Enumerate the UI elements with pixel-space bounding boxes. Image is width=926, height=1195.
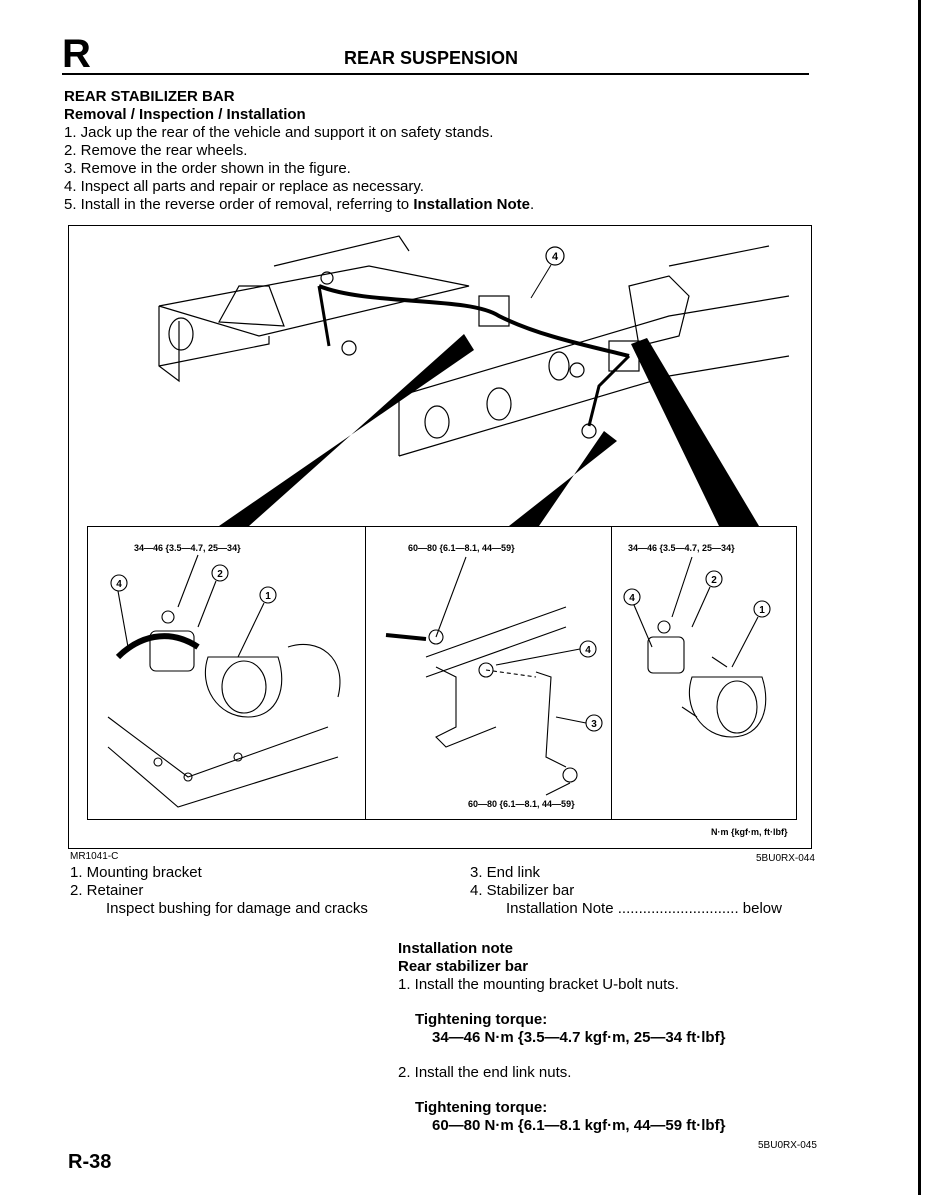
step-5-suffix: .: [530, 196, 535, 213]
inset-center-illustration: 4 3: [385, 556, 603, 796]
torque-2-value: 60—80 N·m {6.1—8.1 kgf·m, 44—59 ft·lbf}: [432, 1117, 726, 1134]
inset-right-illustration: 4 2 1: [623, 556, 771, 738]
installation-step-1: 1. Install the mounting bracket U-bolt n…: [398, 976, 679, 993]
inset-right: 34—46 {3.5—4.7, 25—34} 4 2 1: [611, 526, 797, 820]
inset-left-torque: 34—46 {3.5—4.7, 25—34}: [134, 543, 241, 553]
figure-code-right: 5BU0RX-044: [756, 853, 815, 864]
units-label: N·m {kgf·m, ft·lbf}: [711, 827, 788, 837]
legend-item-4-note: Installation Note ......................…: [506, 900, 782, 917]
torque-2-label: Tightening torque:: [415, 1099, 548, 1116]
step-3: 3. Remove in the order shown in the figu…: [64, 160, 351, 177]
svg-text:1: 1: [759, 605, 765, 616]
svg-text:4: 4: [116, 579, 122, 590]
installation-step-2: 2. Install the end link nuts.: [398, 1064, 572, 1081]
legend-item-1: 1. Mounting bracket: [70, 864, 202, 881]
section-letter: R: [62, 32, 91, 76]
page-title: REAR SUSPENSION: [344, 48, 519, 68]
step-1: 1. Jack up the rear of the vehicle and s…: [64, 124, 494, 141]
section-subtitle: Removal / Inspection / Installation: [64, 106, 306, 123]
section-title: REAR STABILIZER BAR: [64, 88, 235, 105]
step-4: 4. Inspect all parts and repair or repla…: [64, 178, 424, 195]
callout-4-main: 4: [552, 251, 559, 263]
torque-1-value: 34—46 N·m {3.5—4.7 kgf·m, 25—34 ft·lbf}: [432, 1029, 726, 1046]
inset-right-torque: 34—46 {3.5—4.7, 25—34}: [628, 543, 735, 553]
inset-center-torque-bottom: 60—80 {6.1—8.1, 44—59}: [468, 799, 575, 809]
figure-frame: 4 34—46 {3.5—4.7, 25—34} 4 2 1: [68, 225, 812, 849]
svg-text:2: 2: [711, 575, 717, 586]
inset-center-torque-top: 60—80 {6.1—8.1, 44—59}: [408, 543, 515, 553]
inset-left-illustration: 4 2 1: [107, 554, 341, 808]
inset-left: 34—46 {3.5—4.7, 25—34} 4 2 1: [87, 526, 367, 820]
installation-note-subtitle: Rear stabilizer bar: [398, 958, 529, 975]
legend-item-4: 4. Stabilizer bar: [470, 882, 575, 899]
figure-code-left: MR1041-C: [70, 851, 119, 862]
legend-item-4-ref: below: [742, 900, 782, 917]
legend-item-2: 2. Retainer: [70, 882, 144, 899]
legend-item-4-dots: .............................: [617, 900, 739, 917]
legend-item-3: 3. End link: [470, 864, 541, 881]
page-right-border: [918, 0, 921, 1195]
installation-note-code: 5BU0RX-045: [758, 1140, 817, 1151]
installation-note-title: Installation note: [398, 940, 514, 957]
torque-1-label: Tightening torque:: [415, 1011, 548, 1028]
step-2: 2. Remove the rear wheels.: [64, 142, 248, 159]
svg-text:4: 4: [585, 645, 591, 656]
step-5-prefix: 5. Install in the reverse order of remov…: [64, 196, 414, 213]
legend-item-4-note-label: Installation Note: [506, 900, 614, 917]
inset-center: 60—80 {6.1—8.1, 44—59} 60—80 {6.1—8.1, 4…: [365, 526, 613, 820]
main-illustration: 4: [158, 235, 790, 526]
header-rule: [62, 73, 809, 75]
page-number: R-38: [68, 1151, 112, 1173]
svg-text:3: 3: [591, 719, 597, 730]
legend-item-2-note: Inspect bushing for damage and cracks: [106, 900, 368, 917]
svg-text:1: 1: [265, 591, 271, 602]
svg-text:4: 4: [629, 593, 635, 604]
step-5: 5. Install in the reverse order of remov…: [64, 196, 534, 213]
svg-text:2: 2: [217, 569, 223, 580]
step-5-link: Installation Note: [413, 196, 531, 213]
